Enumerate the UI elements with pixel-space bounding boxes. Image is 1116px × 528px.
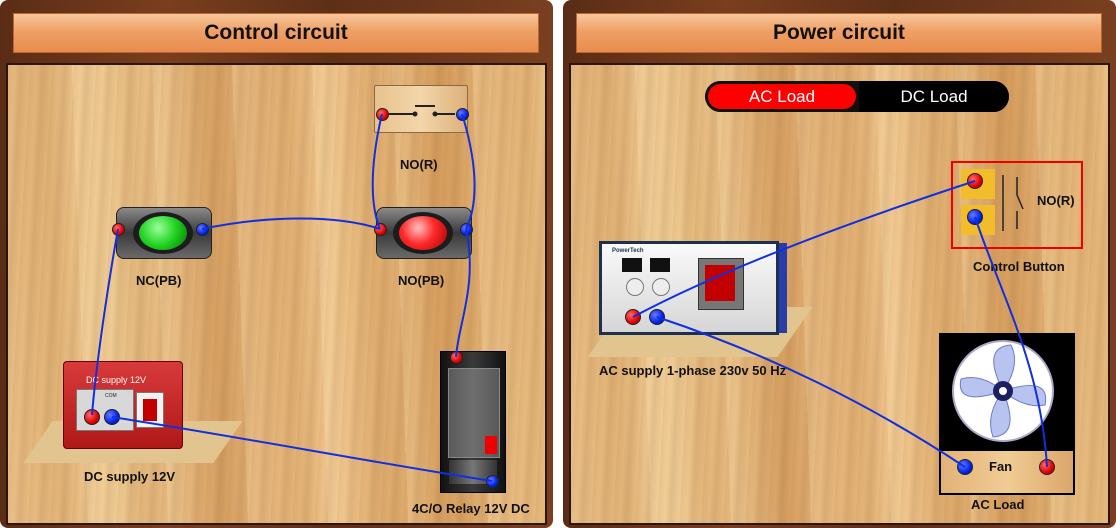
ac-load-label: AC Load xyxy=(971,497,1025,512)
dc-supply-com-label: COM xyxy=(105,393,117,399)
dc-supply-panel: COM xyxy=(76,389,134,431)
relay-label: 4C/O Relay 12V DC xyxy=(412,501,530,516)
control-circuit-board: NO(R) NC(PB) NO(PB) DC supply 12V COM xyxy=(6,63,547,525)
ac-device-brand: PowerTech xyxy=(612,248,644,254)
ac-supply-side xyxy=(779,243,787,333)
ac-supply-1-phase[interactable]: PowerTech xyxy=(599,241,779,335)
no-pb-label: NO(PB) xyxy=(398,273,445,288)
load-tabs: AC Load DC Load xyxy=(705,81,1009,112)
ac-supply-label: AC supply 1-phase 230v 50 Hz xyxy=(599,363,787,378)
control-circuit-panel: Control circuit NO(R) NC(PB) xyxy=(0,0,553,528)
relay-terminal-blue[interactable] xyxy=(486,475,499,488)
switch-contact-icon xyxy=(1002,175,1024,231)
control-wires xyxy=(91,113,493,482)
nc-pb-label: NC(PB) xyxy=(136,273,182,288)
control-button-box[interactable]: NO(R) xyxy=(951,161,1083,249)
tab-ac-load[interactable]: AC Load xyxy=(705,81,859,112)
power-wires xyxy=(632,180,1048,468)
no-push-button[interactable] xyxy=(376,207,472,259)
power-circuit-board: AC Load DC Load NO(R) Control Button Pow… xyxy=(569,63,1110,525)
dc-supply-label: DC supply 12V xyxy=(84,469,176,484)
push-button-icon xyxy=(399,216,447,250)
switch-contact-icon xyxy=(389,105,455,117)
fan-icon xyxy=(952,340,1054,442)
no-r-label: NO(R) xyxy=(400,157,438,172)
dc-supply-face-label: DC supply 12V xyxy=(86,375,147,385)
power-circuit-title: Power circuit xyxy=(576,13,1102,53)
control-circuit-title: Control circuit xyxy=(13,13,539,53)
push-button-icon xyxy=(139,216,187,250)
relay-no-contact[interactable] xyxy=(374,85,468,133)
relay-4co-12v[interactable] xyxy=(440,351,506,493)
dc-supply-12v[interactable]: DC supply 12V COM xyxy=(63,361,183,449)
fan-label: Fan xyxy=(989,459,1013,474)
no-pb-terminal-red[interactable] xyxy=(374,223,387,236)
power-no-r-label: NO(R) xyxy=(1037,193,1075,208)
control-button-label: Control Button xyxy=(973,259,1065,274)
tab-dc-load[interactable]: DC Load xyxy=(859,81,1009,112)
nc-push-button[interactable] xyxy=(116,207,212,259)
power-circuit-panel: Power circuit AC Load DC Load NO(R) Cont… xyxy=(563,0,1116,528)
